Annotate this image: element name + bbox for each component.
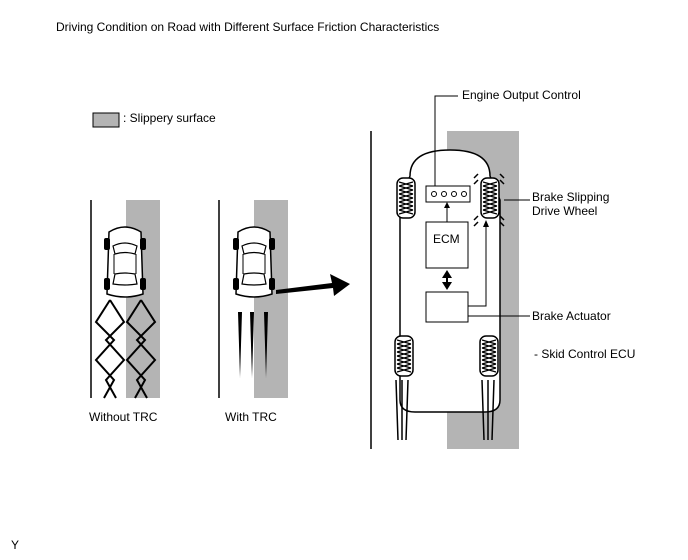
rear-left-tracks (395, 379, 409, 441)
transition-arrow (276, 274, 350, 296)
label-drive-wheel: Drive Wheel (532, 204, 598, 218)
tire-rear-left (394, 335, 414, 377)
caption-with-trc: With TRC (225, 410, 277, 424)
double-arrow-top (442, 270, 452, 278)
double-arrow-bottom (442, 282, 452, 290)
tire-front-left (396, 177, 416, 219)
footer-code: Y (11, 538, 20, 552)
label-ecm: ECM (433, 232, 460, 246)
detail-view (370, 95, 530, 449)
label-skid-control-ecu: - Skid Control ECU (534, 347, 636, 361)
tire-track-3 (264, 312, 268, 378)
without-trc-scene (90, 200, 160, 399)
slippery-surface-swatch (92, 112, 120, 128)
page-title: Driving Condition on Road with Different… (56, 20, 440, 34)
rear-right-tracks (481, 379, 495, 441)
ecm-box (425, 221, 469, 269)
skid-marks-zigzag (94, 299, 126, 399)
brake-actuator-box (425, 291, 469, 323)
engine-output-leader (434, 95, 458, 186)
tire-track-2 (250, 312, 254, 378)
label-engine-output-control: Engine Output Control (462, 88, 581, 102)
with-trc-scene (218, 200, 288, 398)
car-body-outline (399, 149, 501, 413)
actuator-to-wheel-line (468, 224, 487, 307)
car-without-trc (103, 226, 147, 298)
legend-label: : Slippery surface (123, 111, 216, 125)
tire-rear-right (479, 335, 499, 377)
ecm-output-arrowhead (444, 202, 450, 208)
tire-track-1 (238, 312, 242, 378)
car-with-trc (232, 226, 276, 298)
label-brake-actuator: Brake Actuator (532, 309, 611, 323)
engine-output-box (425, 185, 471, 203)
tire-front-right (480, 177, 500, 219)
label-brake-slipping: Brake Slipping (532, 190, 610, 204)
caption-without-trc: Without TRC (89, 410, 158, 424)
slip-marks (473, 173, 505, 227)
